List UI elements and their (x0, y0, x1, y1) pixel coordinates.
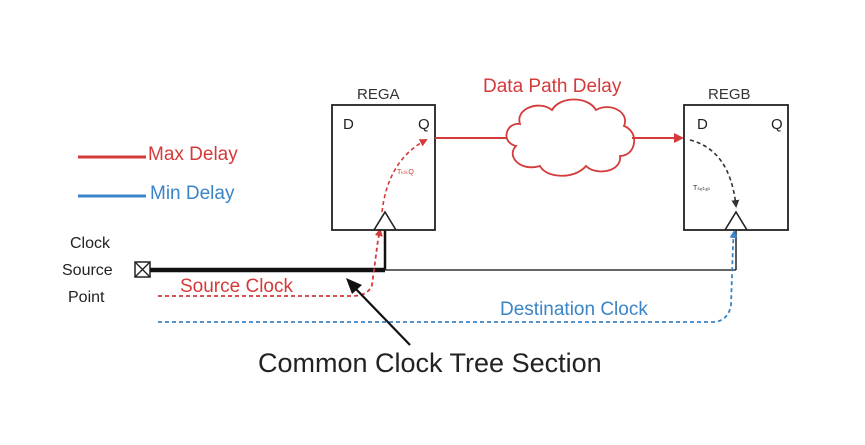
clock-tree (150, 228, 737, 273)
common-clock-pointer (346, 278, 411, 346)
crossed-box-icon (134, 261, 151, 278)
source-clock-label: Source Clock (180, 276, 293, 297)
regb-tsetup-label: Tₛₑₜᵤₚ (693, 185, 710, 192)
rega-clk-to-q-path (381, 139, 428, 213)
register-rega: REGA D Q TₖₗₖQ (331, 86, 436, 231)
clock-source-label-line1: Clock (70, 235, 111, 252)
rega-tclkq-label: TₖₗₖQ (397, 169, 414, 176)
destination-clock-label: Destination Clock (500, 299, 648, 320)
regb-q-pin: Q (771, 116, 783, 133)
legend: Max Delay Min Delay (78, 144, 238, 204)
rega-clock-triangle (373, 210, 397, 231)
regb-clock-triangle (724, 210, 748, 231)
destination-clock-path (158, 230, 738, 323)
regb-d-pin: D (697, 116, 708, 133)
clock-source-label-line3: Point (68, 289, 105, 306)
rega-d-pin: D (343, 116, 354, 133)
source-clock-path (158, 228, 383, 297)
common-clock-tree-label: Common Clock Tree Section (258, 348, 602, 378)
legend-max-label: Max Delay (148, 144, 238, 165)
regb-title: REGB (708, 86, 751, 103)
data-path: Data Path Delay (435, 76, 684, 177)
register-regb: REGB D Q Tₛₑₜᵤₚ (683, 86, 789, 231)
regb-setup-path (689, 139, 740, 208)
data-path-label: Data Path Delay (483, 76, 622, 97)
clock-source-label-line2: Source (62, 262, 113, 279)
data-path-cloud (505, 98, 635, 177)
legend-min-label: Min Delay (150, 183, 235, 204)
rega-q-pin: Q (418, 116, 430, 133)
rega-title: REGA (357, 86, 400, 103)
